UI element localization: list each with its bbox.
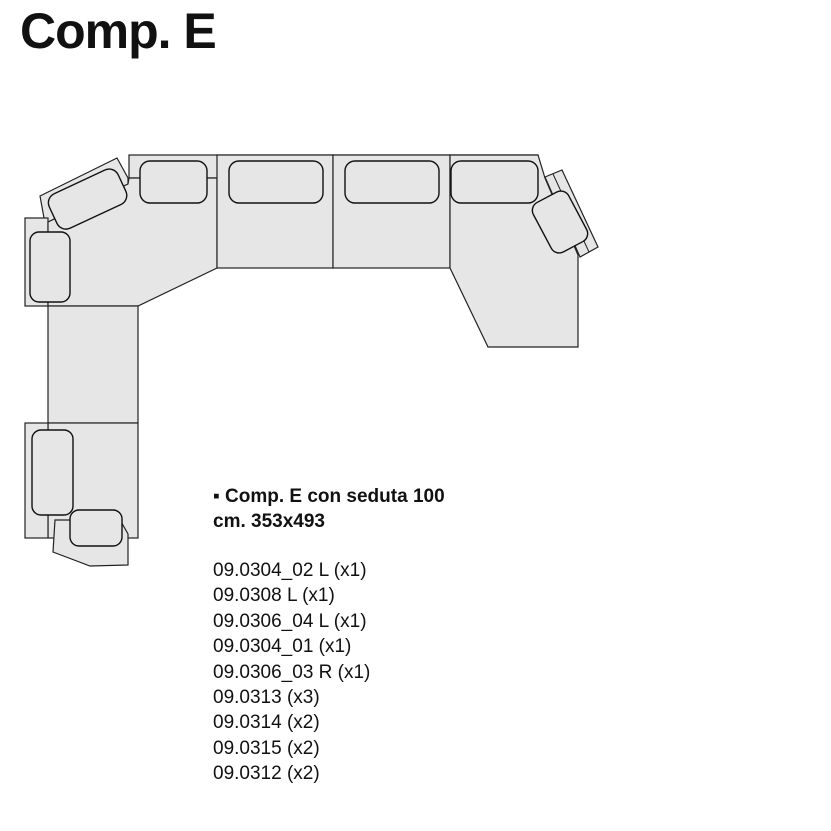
product-code: 09.0304_02 L (x1) <box>213 560 367 581</box>
product-code: 09.0314 (x2) <box>213 712 320 734</box>
page-title: Comp. E <box>20 3 217 59</box>
back-cushion <box>139 160 208 204</box>
product-code: 09.0306_03 R (x1) <box>213 661 371 683</box>
side-cushion <box>29 231 71 303</box>
back-cushion <box>344 160 440 204</box>
back-cushion <box>47 168 128 230</box>
footrest-cushion <box>69 509 123 547</box>
left-seat-module <box>47 305 139 424</box>
side-cushion <box>531 190 589 254</box>
product-code: 09.0304_01 (x1) <box>213 636 352 658</box>
product-code: 09.0306_04 L (x1) <box>213 610 367 632</box>
back-cushion <box>228 160 324 204</box>
product-code-list: 09.0304_02 L (x1) 09.0308 L (x1) 09.0306… <box>213 558 370 787</box>
product-code: 09.0313 (x3) <box>213 687 320 709</box>
side-cushion <box>31 429 74 516</box>
composition-name: Comp. E con seduta 100 <box>225 486 445 507</box>
composition-description: ▪ Comp. E con seduta 100 cm. 353x493 <box>213 484 445 534</box>
back-cushion <box>450 160 539 204</box>
composition-size: cm. 353x493 <box>213 511 325 532</box>
product-code: 09.0312 (x2) <box>213 763 320 785</box>
product-code: 09.0315 (x2) <box>213 737 320 759</box>
bullet-icon: ▪ <box>213 486 220 507</box>
product-code: 09.0308 L (x1) <box>213 585 335 607</box>
